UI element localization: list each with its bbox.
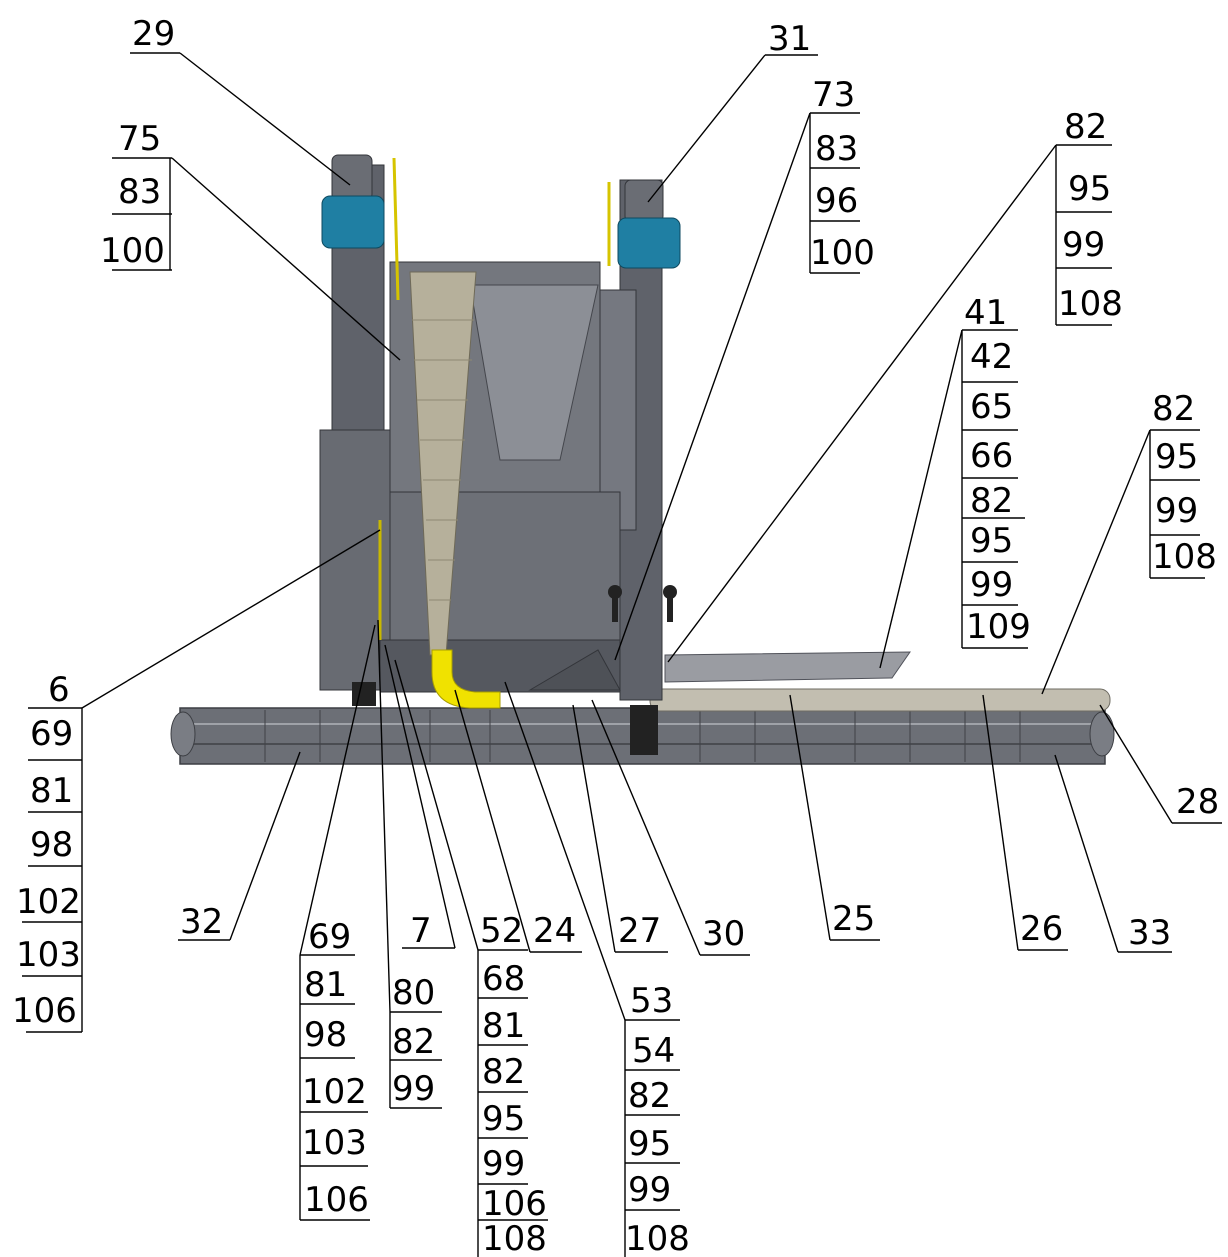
label-41-66: 66	[970, 436, 1013, 476]
label-82-lower-95: 95	[1155, 437, 1198, 477]
label-80-99: 99	[392, 1069, 435, 1109]
label-82-upper-99: 99	[1062, 225, 1105, 265]
label-73-96: 96	[815, 181, 858, 221]
left-motor-gearbox	[331, 154, 373, 201]
label-28: 28	[1176, 782, 1219, 822]
label-52-106: 106	[482, 1184, 547, 1224]
label-75-83: 83	[118, 172, 161, 212]
label-80: 80	[392, 973, 435, 1013]
label-75: 75	[118, 119, 161, 159]
label-52: 52	[480, 911, 523, 951]
right-motor	[617, 217, 681, 269]
label-41-65: 65	[970, 387, 1013, 427]
label-32: 32	[180, 902, 223, 942]
label-52-82: 82	[482, 1052, 525, 1092]
label-82-upper-95: 95	[1068, 169, 1111, 209]
label-53-99: 99	[628, 1170, 671, 1210]
label-6-98: 98	[30, 825, 73, 865]
label-6-102: 102	[16, 882, 81, 922]
machine-assembly	[170, 154, 1115, 765]
label-6-69: 69	[30, 714, 73, 754]
label-82-lower-99: 99	[1155, 491, 1198, 531]
label-6-81: 81	[30, 771, 73, 811]
label-53-108: 108	[625, 1219, 690, 1257]
label-53: 53	[630, 981, 673, 1021]
label-52-108: 108	[482, 1219, 547, 1257]
label-25: 25	[832, 899, 875, 939]
label-33: 33	[1128, 913, 1171, 953]
label-41: 41	[964, 293, 1007, 333]
label-41-99: 99	[970, 565, 1013, 605]
label-6-106: 106	[12, 991, 77, 1031]
label-53-95: 95	[628, 1124, 671, 1164]
label-69-103: 103	[302, 1123, 367, 1163]
label-82-upper-108: 108	[1058, 284, 1123, 324]
label-82-lower: 82	[1152, 389, 1195, 429]
label-6: 6	[48, 670, 70, 710]
label-69-81: 81	[304, 965, 347, 1005]
label-41-82: 82	[970, 481, 1013, 521]
label-82-upper: 82	[1064, 107, 1107, 147]
label-69-98: 98	[304, 1015, 347, 1055]
label-53-82: 82	[628, 1076, 671, 1116]
label-27: 27	[618, 911, 661, 951]
label-52-81: 81	[482, 1006, 525, 1046]
side-pipe	[649, 688, 1111, 712]
rail-right-end	[1089, 711, 1115, 757]
label-69-106: 106	[304, 1180, 369, 1220]
label-69: 69	[308, 917, 351, 957]
label-73-100: 100	[810, 233, 875, 273]
label-52-99: 99	[482, 1144, 525, 1184]
label-52-95: 95	[482, 1099, 525, 1139]
label-24: 24	[533, 911, 576, 951]
label-26: 26	[1020, 909, 1063, 949]
label-6-103: 103	[16, 935, 81, 975]
callout-labels: 29 31 75 83 100 73 83 96 100 82 95 99 10…	[12, 14, 1219, 1257]
label-41-95: 95	[970, 521, 1013, 561]
label-73: 73	[812, 75, 855, 115]
label-80-82: 82	[392, 1022, 435, 1062]
label-73-83: 83	[815, 129, 858, 169]
label-41-42: 42	[970, 337, 1013, 377]
leader-lines	[22, 52, 1222, 1257]
label-30: 30	[702, 914, 745, 954]
yellow-chute	[431, 649, 501, 709]
right-motor-gearbox	[624, 179, 664, 223]
rail-left-end	[170, 711, 196, 757]
label-41-109: 109	[966, 607, 1031, 647]
label-53-54: 54	[632, 1031, 675, 1071]
left-motor	[321, 195, 385, 249]
label-52-68: 68	[482, 959, 525, 999]
label-82-lower-108: 108	[1152, 537, 1217, 577]
label-75-100: 100	[100, 231, 165, 271]
hopper	[469, 284, 599, 461]
label-7: 7	[410, 911, 432, 951]
label-31: 31	[768, 19, 811, 59]
side-trough	[664, 651, 911, 683]
label-69-102: 102	[302, 1072, 367, 1112]
label-29: 29	[132, 14, 175, 54]
